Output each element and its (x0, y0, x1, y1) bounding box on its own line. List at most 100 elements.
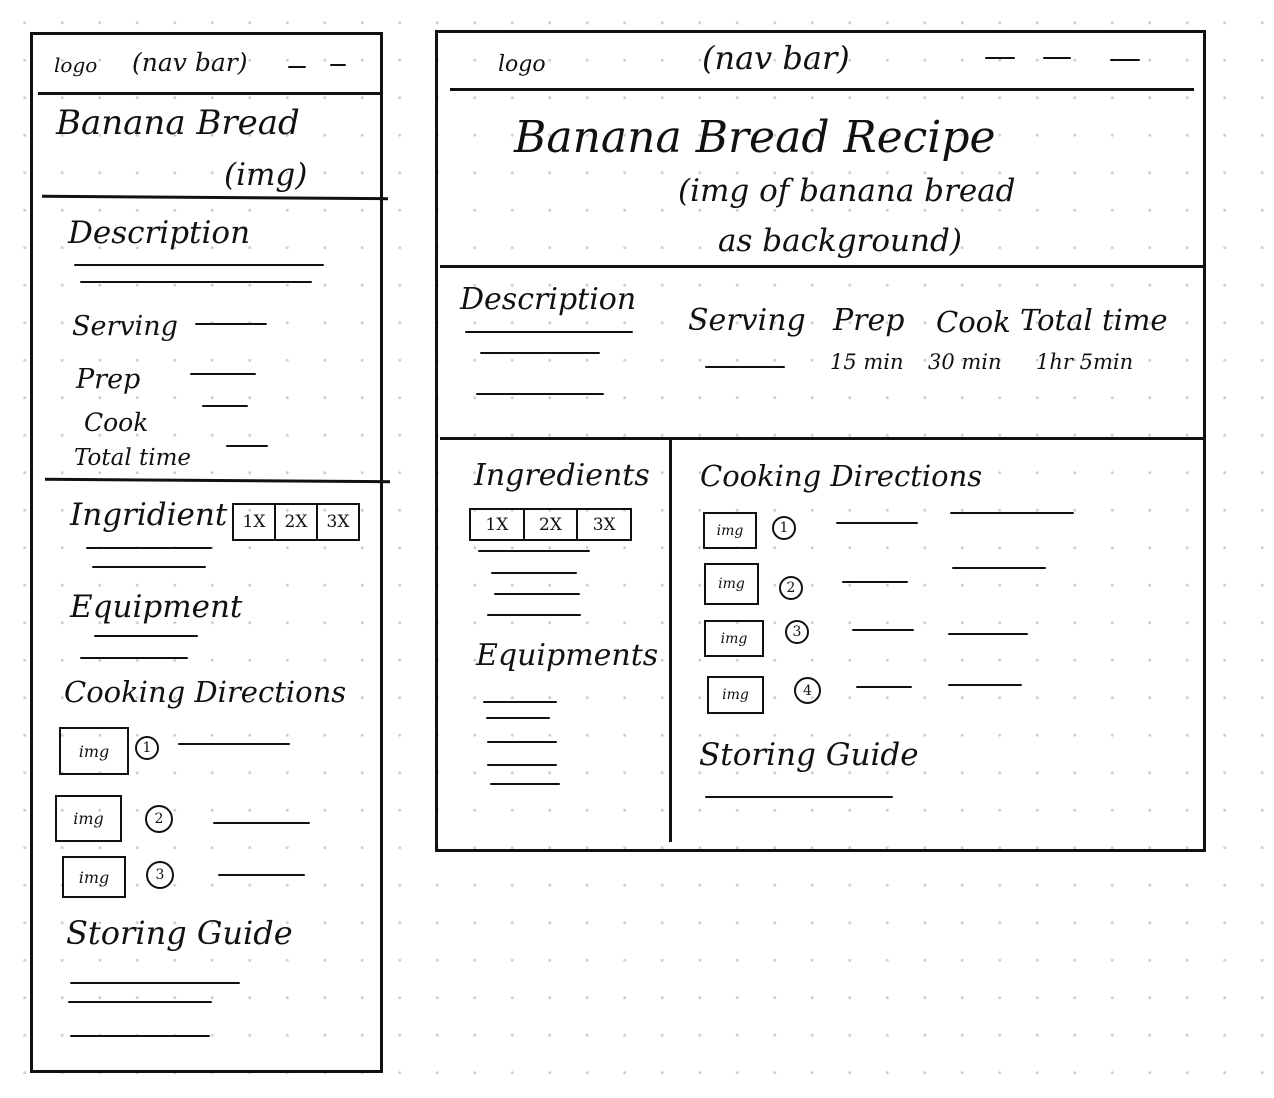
desktop-description-heading: Description (460, 282, 637, 317)
mobile-nav-divider (38, 92, 383, 95)
mobile-ingredient-line-1 (86, 547, 212, 549)
desktop-ingredient-line-1 (478, 550, 590, 552)
desktop-multiplier-3x[interactable]: 3X (576, 510, 630, 539)
desktop-hero-divider (440, 265, 1203, 268)
desktop-description-line-1 (465, 331, 633, 333)
mobile-equipment-heading: Equipment (70, 589, 243, 625)
desktop-cook-value: 30 min (928, 350, 1002, 374)
desktop-nav-dash-2 (1043, 57, 1071, 59)
desktop-step-4-text-line-2 (948, 684, 1022, 686)
mobile-storing-line-3 (70, 1035, 210, 1037)
mobile-ingredient-heading: Ingridient (70, 497, 228, 533)
mobile-multiplier-3x[interactable]: 3X (316, 505, 358, 539)
mobile-serving-multiplier[interactable]: 1X 2X 3X (232, 503, 360, 541)
desktop-ingredient-line-2 (491, 572, 577, 574)
desktop-step-4-image: img (707, 676, 764, 714)
mobile-nav-label: (nav bar) (132, 48, 248, 77)
mobile-nav-logo: logo (54, 53, 98, 77)
desktop-ingredients-heading: Ingredients (474, 458, 650, 493)
mobile-prep-value-line (190, 373, 256, 375)
desktop-equipment-line-1 (483, 701, 557, 703)
desktop-prep-value: 15 min (830, 350, 904, 374)
mobile-directions-heading: Cooking Directions (64, 675, 347, 709)
desktop-step-2-number: 2 (779, 576, 803, 600)
mobile-serving-value-line (195, 323, 267, 325)
mobile-multiplier-1x[interactable]: 1X (242, 512, 266, 532)
desktop-step-1-image: img (703, 512, 757, 549)
desktop-storing-heading: Storing Guide (699, 737, 919, 773)
mobile-step-2-image: img (55, 795, 122, 842)
desktop-prep-label: Prep (833, 303, 905, 338)
mobile-step-2-number: 2 (145, 805, 173, 833)
mobile-step-1-text-line (178, 743, 290, 745)
desktop-step-3-text-line-1 (852, 629, 914, 631)
desktop-ingredient-line-4 (487, 614, 581, 616)
desktop-step-1-text-line-1 (836, 522, 918, 524)
desktop-nav-dash-3 (1110, 59, 1140, 61)
desktop-details-divider (440, 437, 1203, 440)
mobile-nav-dash-2 (330, 64, 346, 66)
desktop-step-3-text-line-2 (948, 633, 1028, 635)
desktop-step-2-text-line-2 (952, 567, 1046, 569)
desktop-storing-line-1 (705, 796, 893, 798)
desktop-serving-multiplier[interactable]: 1X 2X 3X (469, 508, 632, 541)
mobile-hero-img-label: (img) (224, 157, 308, 193)
desktop-serving-label: Serving (688, 303, 806, 338)
desktop-nav-label: (nav bar) (702, 39, 850, 77)
desktop-equipments-heading: Equipments (476, 638, 659, 673)
mobile-total-time-value-line (226, 445, 268, 447)
mobile-description-line-2 (80, 281, 312, 283)
desktop-total-time-value: 1hr 5min (1036, 350, 1134, 374)
desktop-nav-logo: logo (498, 52, 546, 77)
desktop-hero-img-line-1: (img of banana bread (678, 173, 1016, 209)
desktop-multiplier-1x[interactable]: 1X (485, 514, 509, 535)
desktop-hero-img-line-2: as background) (718, 223, 962, 259)
desktop-directions-heading: Cooking Directions (700, 459, 983, 493)
mobile-description-heading: Description (68, 215, 251, 251)
mobile-storing-line-2 (68, 1001, 212, 1003)
mobile-storing-heading: Storing Guide (66, 914, 293, 952)
mobile-step-3-text-line (218, 874, 305, 876)
mobile-step-1-image: img (59, 727, 129, 775)
desktop-step-2-image: img (704, 563, 759, 605)
desktop-step-2-text-line-1 (842, 581, 908, 583)
desktop-equipment-line-2 (486, 717, 550, 719)
desktop-description-line-3 (476, 393, 604, 395)
desktop-cook-label: Cook (936, 305, 1011, 339)
desktop-multiplier-2x[interactable]: 2X (522, 510, 577, 539)
desktop-step-4-text-line-1 (856, 686, 912, 688)
desktop-equipment-line-5 (490, 783, 560, 785)
mobile-step-3-number: 3 (146, 861, 174, 889)
desktop-serving-value-line (705, 366, 785, 368)
mobile-nav-dash-1 (288, 66, 306, 68)
desktop-hero-title: Banana Bread Recipe (514, 112, 996, 163)
desktop-step-4-number: 4 (794, 677, 821, 704)
mobile-ingredient-line-2 (92, 566, 206, 568)
mobile-step-3-image: img (62, 856, 126, 898)
mobile-cook-value-line (202, 405, 248, 407)
desktop-description-line-2 (480, 352, 600, 354)
desktop-wireframe (435, 30, 1206, 852)
desktop-total-time-label: Total time (1020, 303, 1168, 337)
mobile-step-1-number: 1 (135, 736, 159, 760)
mobile-storing-line-1 (70, 982, 240, 984)
mobile-prep-label: Prep (76, 364, 141, 395)
mobile-hero-title: Banana Bread (56, 103, 300, 143)
desktop-equipment-line-3 (487, 741, 557, 743)
desktop-step-3-number: 3 (785, 620, 809, 644)
desktop-nav-dash-1 (985, 57, 1015, 59)
mobile-description-line-1 (74, 264, 324, 266)
mobile-equipment-line-2 (80, 657, 188, 659)
desktop-column-divider (669, 438, 672, 842)
mobile-total-time-label: Total time (74, 445, 192, 471)
mobile-equipment-line-1 (94, 635, 198, 637)
desktop-step-3-image: img (704, 620, 764, 657)
mobile-multiplier-2x[interactable]: 2X (274, 505, 316, 539)
desktop-step-1-number: 1 (772, 516, 796, 540)
desktop-nav-divider (450, 88, 1194, 91)
mobile-step-2-text-line (213, 822, 310, 824)
mobile-wireframe (30, 32, 383, 1073)
mobile-cook-label: Cook (84, 408, 149, 437)
desktop-ingredient-line-3 (494, 593, 580, 595)
desktop-equipment-line-4 (487, 764, 557, 766)
